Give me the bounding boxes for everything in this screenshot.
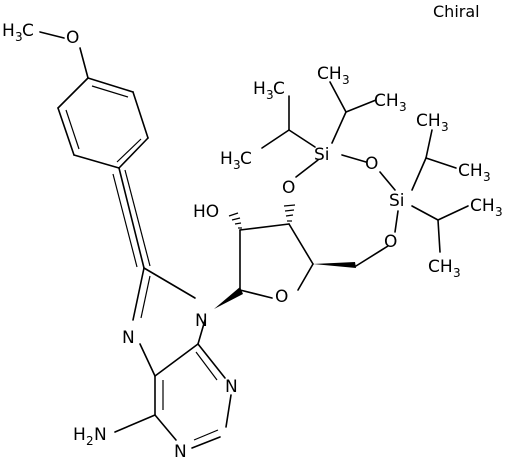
ch3-d-label: CH xyxy=(458,161,483,181)
bond-methyl-o xyxy=(39,31,65,39)
methoxy-c: C xyxy=(22,21,34,41)
methoxy-oxygen: O xyxy=(66,28,79,48)
imidazole-ring xyxy=(132,267,206,377)
ch3-a-h: H xyxy=(253,79,266,99)
ch3-b-sub: 3 xyxy=(233,158,241,172)
ch3-a-label-sub: 3 xyxy=(342,73,350,87)
furanose-oxygen: O xyxy=(275,287,288,307)
bond-si-o-right xyxy=(394,210,399,233)
ribose-ring xyxy=(214,223,314,309)
bond-o-si-bottom xyxy=(379,171,396,191)
amine-n: N xyxy=(94,425,107,445)
ch3-d-label-sub: 3 xyxy=(483,170,491,184)
isopropyl-top-left xyxy=(261,95,316,149)
c3-oxygen-hash xyxy=(283,204,296,222)
isopropyl-top-right xyxy=(329,81,377,144)
ch3-a-sub: 3 xyxy=(266,88,274,102)
n7-atom: N xyxy=(122,328,135,348)
benzene-ring xyxy=(57,77,149,169)
bond-o-aryl xyxy=(79,47,89,79)
bond-o-si-top xyxy=(295,159,319,178)
alkyne-bond xyxy=(112,167,151,269)
bond-c6-nh2 xyxy=(114,414,156,433)
oxygen-right-ring: O xyxy=(384,232,397,252)
hydroxyl-hash xyxy=(228,212,242,229)
ch3-e-label-sub: 3 xyxy=(495,205,503,219)
chiral-label: Chiral xyxy=(433,2,480,21)
silicon-bottom: Si xyxy=(389,191,405,211)
bridge-oxygen: O xyxy=(365,154,378,174)
ch3-a-label: CH xyxy=(317,64,342,84)
ch3-f-label-sub: 3 xyxy=(453,266,461,280)
ch3-b-c: C xyxy=(240,149,252,169)
bond-c5-o xyxy=(355,245,389,267)
methoxy-h: H xyxy=(2,21,15,41)
n3-atom: N xyxy=(225,377,238,397)
ch3-e-label: CH xyxy=(470,196,495,216)
isopropyl-bottom-lower xyxy=(411,205,469,253)
oxygen-left-ring: O xyxy=(282,178,295,198)
n1-atom: N xyxy=(174,442,187,458)
ch3-b-label-sub: 3 xyxy=(399,100,407,114)
c4-c5-wedge xyxy=(313,262,356,268)
ch3-c-label-sub: 3 xyxy=(441,120,449,134)
ch3-b-h: H xyxy=(220,149,233,169)
hydroxyl-label: HO xyxy=(193,202,219,222)
ch3-a-c: C xyxy=(273,79,285,99)
n9-atom: N xyxy=(195,311,208,331)
isopropyl-bottom-upper xyxy=(411,129,457,191)
methoxy-sub: 3 xyxy=(15,30,23,44)
amine-sub: 2 xyxy=(86,434,94,448)
ch3-b-label: CH xyxy=(374,91,399,111)
ch3-c-label: CH xyxy=(416,111,441,131)
amine-h: H xyxy=(73,425,86,445)
pyrimidine-ring xyxy=(154,343,232,449)
bond-si-o-bridge xyxy=(341,154,367,163)
ch3-f-label: CH xyxy=(428,257,453,277)
silicon-top: Si xyxy=(314,145,330,165)
